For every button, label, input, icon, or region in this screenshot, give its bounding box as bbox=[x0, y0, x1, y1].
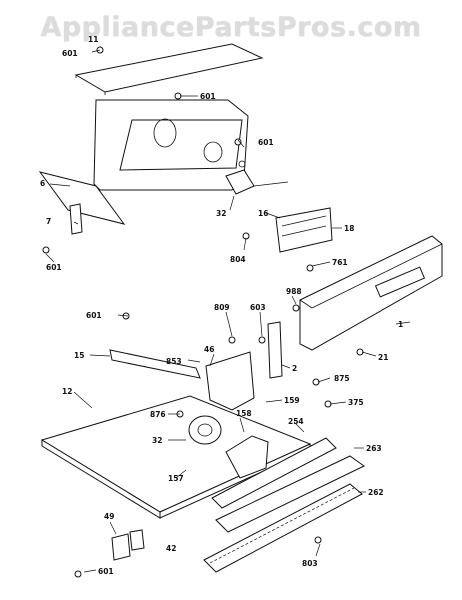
bracket-42-clip bbox=[129, 529, 145, 551]
bracket-2 bbox=[267, 321, 283, 379]
watermark-logo: AppliancePartsPros.com bbox=[40, 12, 422, 43]
callout-12: 12 bbox=[62, 387, 72, 396]
callout-375: 375 bbox=[348, 398, 364, 407]
bracket-49 bbox=[111, 533, 131, 561]
callout-262: 262 bbox=[368, 488, 384, 497]
callout-157: 157 bbox=[168, 474, 184, 483]
callout-875: 875 bbox=[334, 374, 350, 383]
screw-icons bbox=[42, 46, 364, 578]
callout-603: 603 bbox=[250, 303, 266, 312]
base-pan-12 bbox=[40, 395, 312, 519]
callout-601-c: 601 bbox=[258, 138, 274, 147]
callout-21: 21 bbox=[378, 353, 388, 362]
callout-6: 6 bbox=[40, 179, 45, 188]
top-cover-panel bbox=[74, 43, 264, 95]
control-board bbox=[275, 207, 333, 253]
rear-wrapper-panel bbox=[38, 99, 249, 225]
duct-158 bbox=[225, 435, 269, 479]
callout-601-e: 601 bbox=[86, 311, 102, 320]
callout-1: 1 bbox=[398, 320, 403, 329]
callout-158: 158 bbox=[236, 409, 252, 418]
leader-lines bbox=[45, 49, 411, 573]
callout-803: 803 bbox=[302, 559, 318, 568]
callout-876: 876 bbox=[150, 410, 166, 419]
callout-2: 2 bbox=[292, 364, 297, 373]
callout-761: 761 bbox=[332, 258, 348, 267]
callout-7: 7 bbox=[46, 217, 51, 226]
callout-49: 49 bbox=[104, 512, 114, 521]
callout-16: 16 bbox=[258, 209, 268, 218]
callout-804: 804 bbox=[230, 255, 246, 264]
divider-15 bbox=[109, 349, 201, 379]
fan-motor-assembly-top bbox=[225, 160, 289, 195]
callout-18: 18 bbox=[344, 224, 354, 233]
callout-15: 15 bbox=[74, 351, 84, 360]
control-panel-backguard bbox=[299, 235, 443, 351]
callout-263: 263 bbox=[366, 444, 382, 453]
callout-159: 159 bbox=[284, 396, 300, 405]
callout-601-f: 601 bbox=[98, 567, 114, 576]
callout-32-a: 32 bbox=[216, 209, 226, 218]
callout-labels: 11 601 601 601 6 7 601 32 16 18 804 761 … bbox=[40, 35, 403, 576]
callout-46: 46 bbox=[204, 345, 214, 354]
callout-601-b: 601 bbox=[200, 92, 216, 101]
motor-lower bbox=[188, 415, 222, 445]
callout-42: 42 bbox=[166, 544, 176, 553]
duct-46 bbox=[205, 351, 255, 411]
callout-809: 809 bbox=[214, 303, 230, 312]
callout-853: 853 bbox=[166, 357, 182, 366]
callout-601-a: 601 bbox=[62, 49, 78, 58]
callout-254: 254 bbox=[288, 417, 304, 426]
vent-grille-262 bbox=[203, 483, 363, 573]
callout-988: 988 bbox=[286, 287, 302, 296]
bracket-7 bbox=[69, 203, 83, 235]
callout-601-d: 601 bbox=[46, 263, 62, 272]
callout-32-b: 32 bbox=[152, 436, 162, 445]
trim-strip-263 bbox=[215, 455, 365, 533]
trim-strip-254 bbox=[211, 437, 337, 509]
callout-11: 11 bbox=[88, 35, 98, 44]
